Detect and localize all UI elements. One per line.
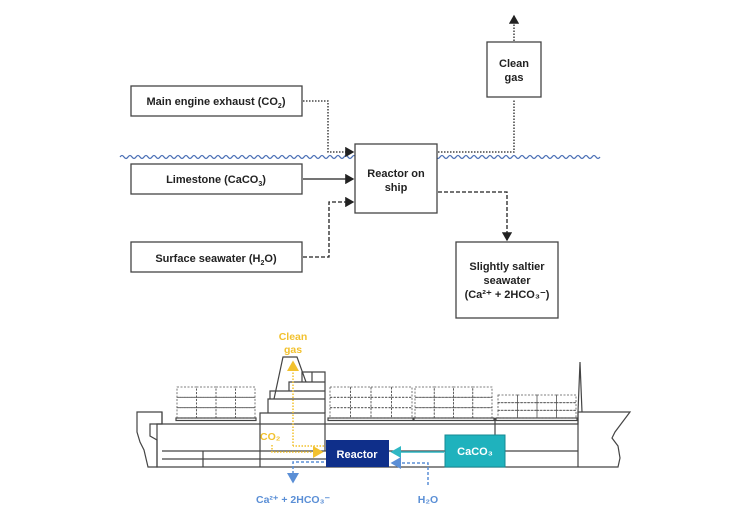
container [329, 396, 351, 409]
ship-reactor: Reactor [326, 440, 389, 467]
exhaust-arrow [303, 100, 355, 158]
saltier-seawater-box: Slightly saltier seawater (Ca²⁺ + 2HCO₃⁻… [455, 241, 559, 319]
container [215, 386, 236, 398]
exhaust-box: Main engine exhaust (CO2) [130, 85, 303, 117]
container [453, 386, 474, 398]
svg-text:Clean: Clean [499, 58, 529, 70]
container [176, 386, 197, 398]
container [391, 407, 413, 419]
svg-text:CaCO₃: CaCO₃ [457, 446, 493, 458]
seawater-box: Surface seawater (H2O) [130, 241, 303, 273]
container [176, 396, 197, 409]
container [350, 407, 372, 419]
container [472, 386, 493, 398]
limestone-box: Limestone (CaCO3) [130, 163, 303, 195]
container [517, 402, 538, 411]
container [433, 386, 454, 398]
container [453, 407, 474, 419]
container [350, 396, 372, 409]
container [472, 396, 493, 409]
container [329, 386, 351, 398]
ship-illustration [136, 356, 632, 468]
clean-gas-box: Clean gas [486, 41, 542, 98]
container [391, 386, 413, 398]
ship-co2-label: CO₂ [260, 431, 281, 443]
ship-out-label: Ca²⁺ + 2HCO₃⁻ [256, 494, 330, 506]
container [536, 409, 557, 419]
svg-text:Surface seawater (H2O): Surface seawater (H2O) [155, 253, 277, 267]
container [472, 407, 493, 419]
container [370, 386, 392, 398]
svg-text:Reactor: Reactor [337, 449, 379, 461]
ship-caco3-tank: CaCO₃ [444, 434, 506, 468]
svg-text:Limestone (CaCO3): Limestone (CaCO3) [166, 174, 266, 188]
seawater-arrow [303, 196, 355, 258]
svg-text:Main engine exhaust (CO2): Main engine exhaust (CO2) [147, 96, 286, 110]
container [215, 396, 236, 409]
svg-text:Reactor on: Reactor on [367, 168, 425, 180]
container [536, 402, 557, 411]
svg-text:seawater: seawater [483, 275, 531, 287]
reactor-box: Reactor on ship [354, 143, 438, 214]
svg-text:gas: gas [505, 72, 524, 84]
ship-clean-gas-label: Clean [279, 331, 308, 343]
container [517, 409, 538, 419]
container [536, 394, 557, 404]
container [433, 407, 454, 419]
container [414, 396, 435, 409]
svg-text:ship: ship [385, 182, 408, 194]
container [235, 396, 256, 409]
container [350, 386, 372, 398]
ship-clean-gas-label-2: gas [284, 344, 302, 356]
svg-text:Slightly saltier: Slightly saltier [469, 261, 545, 273]
svg-text:(Ca²⁺ + 2HCO₃⁻): (Ca²⁺ + 2HCO₃⁻) [465, 289, 550, 301]
container [370, 396, 392, 409]
container [391, 396, 413, 409]
container [556, 394, 577, 404]
container [556, 409, 577, 419]
container [370, 407, 392, 419]
container [453, 396, 474, 409]
ship-co2-arrow [271, 445, 324, 458]
water-out-arrow [438, 191, 513, 242]
container [433, 396, 454, 409]
container [196, 396, 217, 409]
container [176, 407, 197, 419]
container [497, 394, 518, 404]
container [235, 407, 256, 419]
container [196, 386, 217, 398]
container [196, 407, 217, 419]
ship-water-out-arrow [287, 461, 324, 484]
ship-h2o-label: H₂O [418, 494, 438, 506]
container [497, 402, 518, 411]
container [235, 386, 256, 398]
gas-out-arrow [438, 99, 515, 153]
ship-h2o-arrow [390, 457, 429, 485]
container [556, 402, 577, 411]
container [414, 407, 435, 419]
container [517, 394, 538, 404]
container [215, 407, 236, 419]
container [414, 386, 435, 398]
container [329, 407, 351, 419]
container [497, 409, 518, 419]
